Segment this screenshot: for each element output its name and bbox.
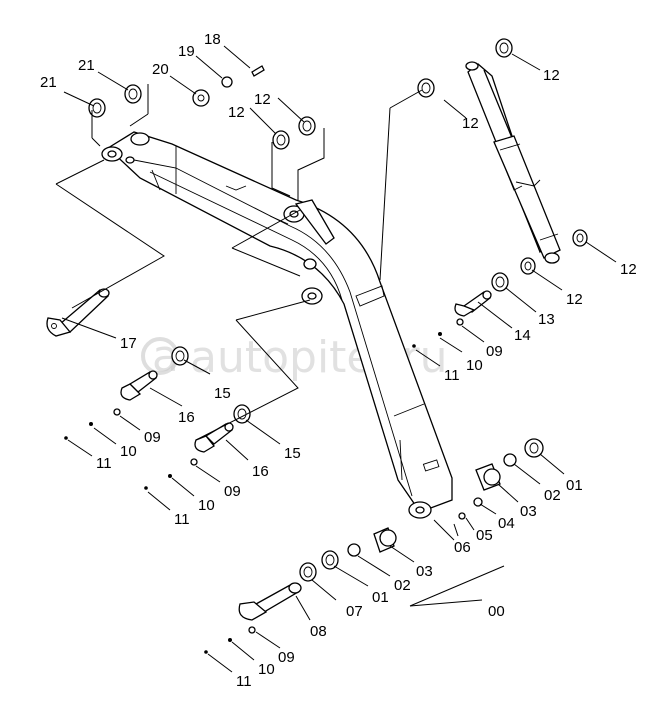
- label-10-cylinder: 10: [466, 357, 483, 374]
- label-16-lower: 16: [252, 463, 269, 480]
- label-13: 13: [538, 311, 555, 328]
- pin-14: [454, 290, 492, 317]
- label-06: 06: [454, 539, 471, 556]
- boom-body: [101, 131, 453, 519]
- label-16-upper: 16: [178, 409, 195, 426]
- label-12-cylinder-top: 12: [543, 67, 560, 84]
- label-03-left: 03: [416, 563, 433, 580]
- label-20: 20: [152, 61, 169, 78]
- label-02-right: 02: [544, 487, 561, 504]
- label-07: 07: [346, 603, 363, 620]
- label-15-lower: 15: [284, 445, 301, 462]
- pin-16-upper: [120, 370, 158, 401]
- label-04: 04: [498, 515, 515, 532]
- boom-cylinder: [465, 61, 561, 264]
- leader-lines: [55, 45, 617, 673]
- label-09-pin08: 09: [278, 649, 295, 666]
- label-11-pin08: 11: [236, 673, 252, 690]
- label-05: 05: [476, 527, 493, 544]
- label-12-cylinder: 12: [462, 115, 479, 132]
- label-08: 08: [310, 623, 327, 640]
- part-labels: 21 21 20 19 18 12 12 12 12 12 12 13 14 0…: [40, 31, 637, 690]
- label-10-lower: 10: [198, 497, 215, 514]
- label-10-upper: 10: [120, 443, 137, 460]
- label-11-lower: 11: [174, 511, 190, 528]
- label-01-right: 01: [566, 477, 583, 494]
- label-12-cylinder-pin: 12: [566, 291, 583, 308]
- label-14: 14: [514, 327, 531, 344]
- label-00: 00: [488, 603, 505, 620]
- label-19: 19: [178, 43, 195, 60]
- label-21-left: 21: [40, 74, 57, 91]
- label-15-upper: 15: [214, 385, 231, 402]
- label-02-left: 02: [394, 577, 411, 594]
- label-09-upper: 09: [144, 429, 161, 446]
- label-01-left: 01: [372, 589, 389, 606]
- label-17: 17: [120, 335, 137, 352]
- label-09-cylinder: 09: [486, 343, 503, 360]
- bolts-nuts: [64, 318, 464, 654]
- pin-17: [46, 288, 110, 337]
- label-03-right: 03: [520, 503, 537, 520]
- label-10-pin08: 10: [258, 661, 275, 678]
- label-21: 21: [78, 57, 95, 74]
- pin-16-lower: [194, 422, 234, 453]
- washers: [88, 38, 588, 582]
- label-09-lower: 09: [224, 483, 241, 500]
- label-12-boom-left: 12: [228, 104, 245, 121]
- label-12-boom-right: 12: [254, 91, 271, 108]
- pin-08: [238, 582, 302, 621]
- label-11-cylinder: 11: [444, 367, 460, 384]
- label-18: 18: [204, 31, 221, 48]
- label-11-upper: 11: [96, 455, 112, 472]
- label-12-cylinder-end: 12: [620, 261, 637, 278]
